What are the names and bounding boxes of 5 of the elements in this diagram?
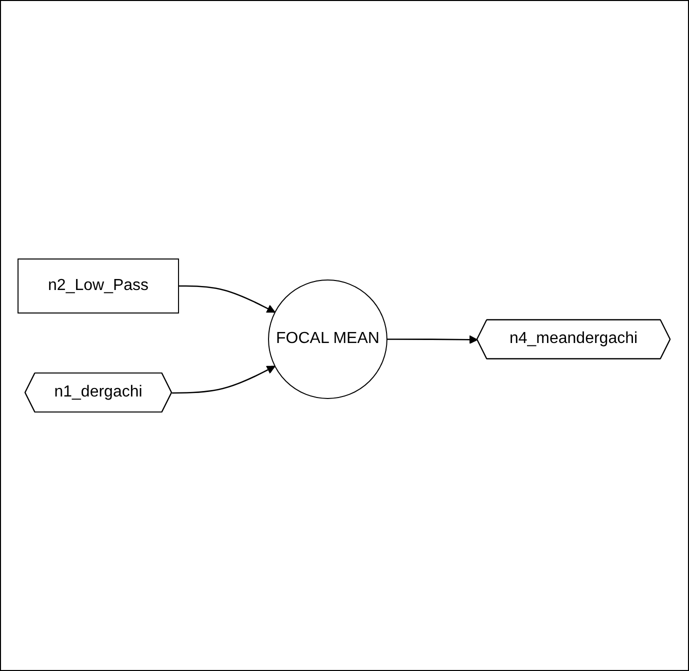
arrow (387, 335, 478, 344)
node-box: n2_Low_Pass (18, 258, 180, 314)
arrow (172, 366, 276, 394)
arrow (178, 285, 276, 313)
node-circle: FOCAL MEAN (268, 280, 388, 399)
